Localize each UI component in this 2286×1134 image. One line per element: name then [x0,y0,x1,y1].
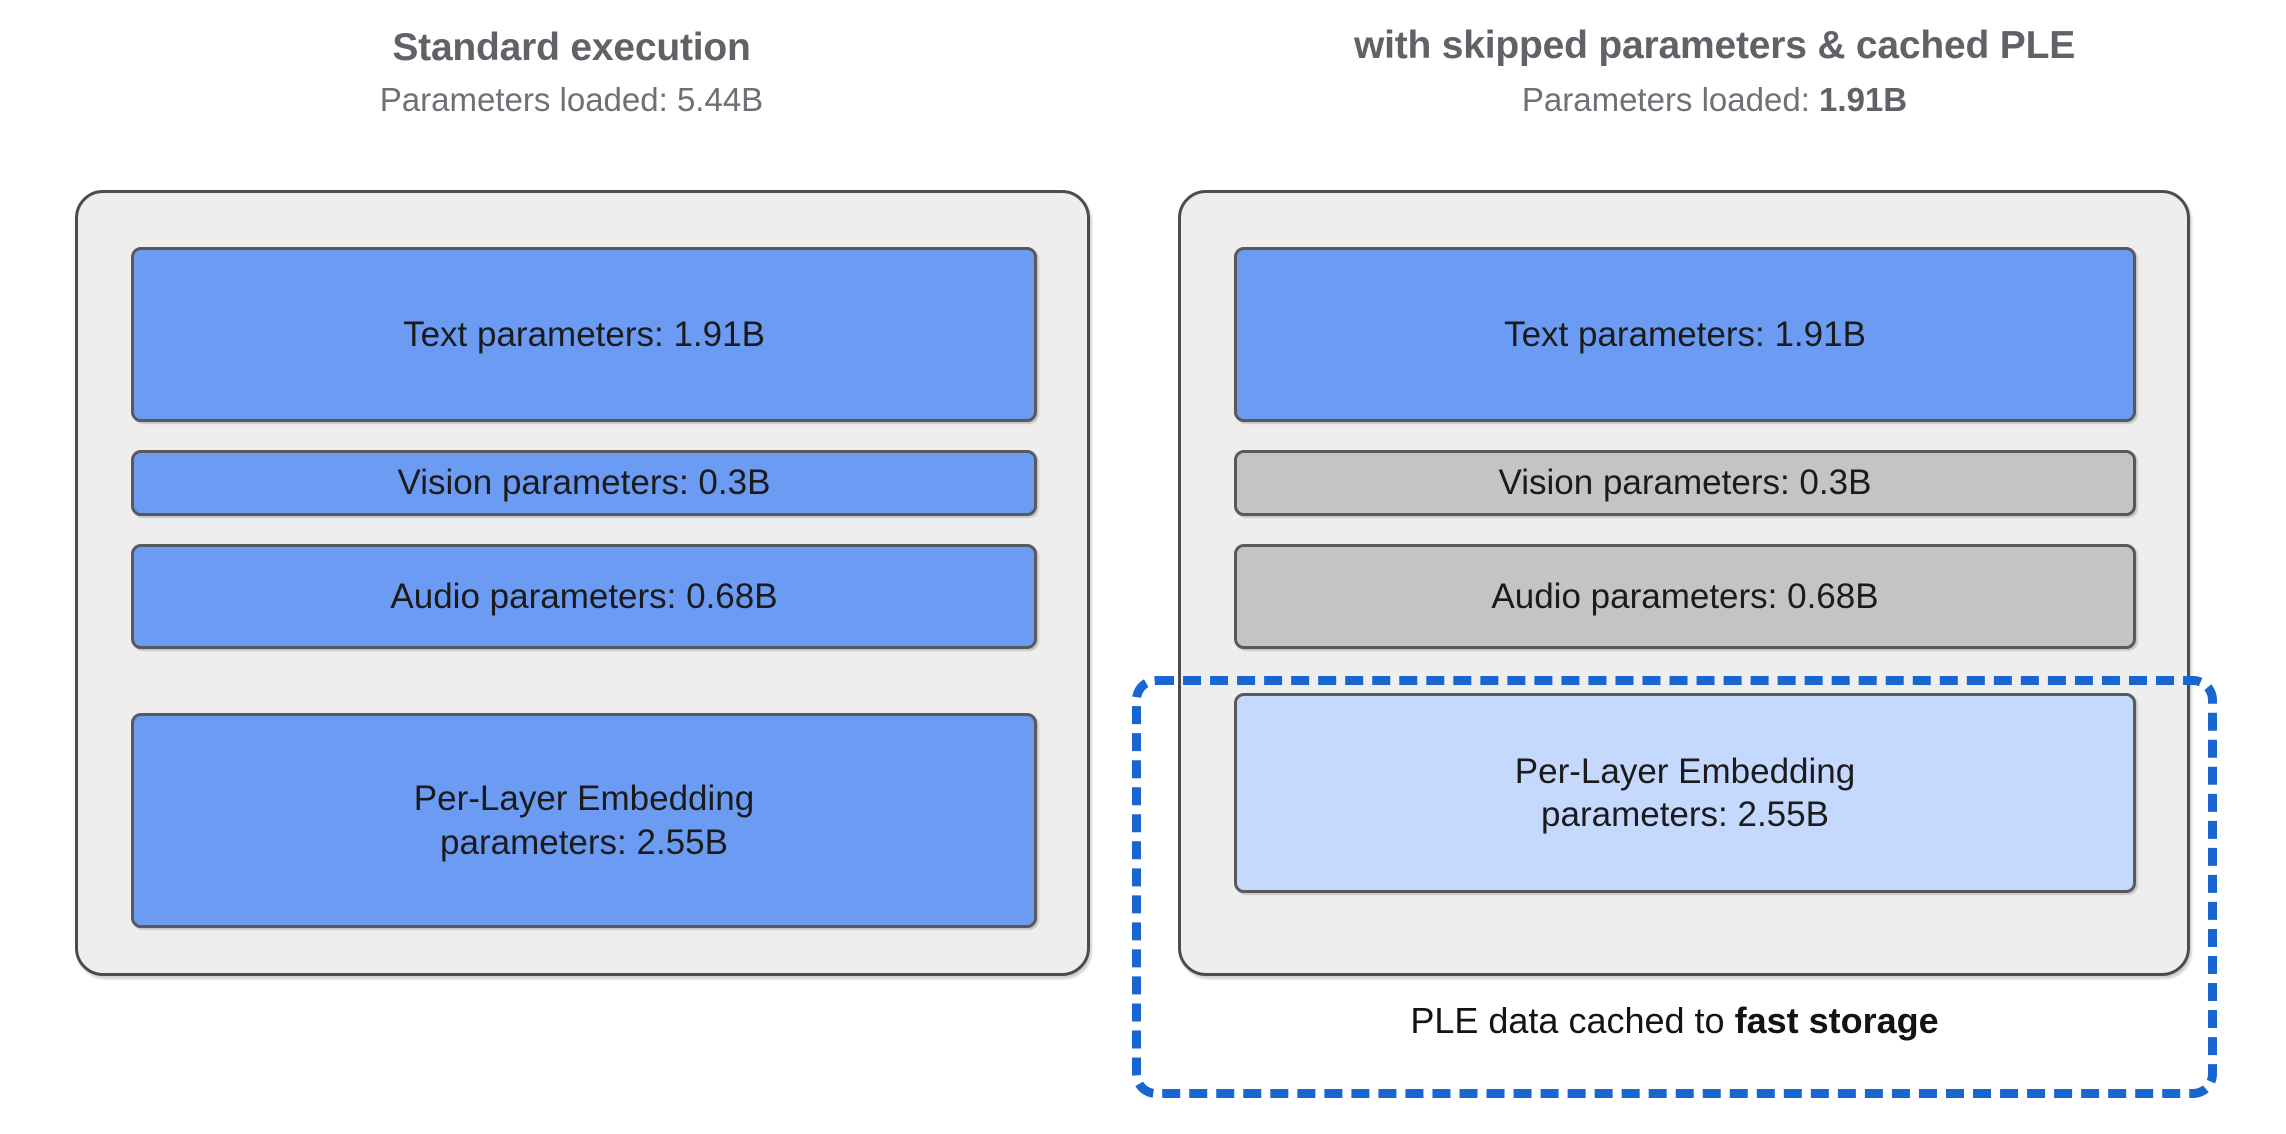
left-column-subtitle: Parameters loaded: 5.44B [0,83,1143,116]
right-column-subtitle: Parameters loaded: 1.91B [1143,83,2286,116]
block-text-parameters-optimized: Text parameters: 1.91B [1234,247,2136,422]
block-audio-parameters-standard: Audio parameters: 0.68B [131,544,1037,649]
block-audio-parameters-skipped: Audio parameters: 0.68B [1234,544,2136,649]
ple-label-line1-standard: Per-Layer Embedding [413,779,755,819]
block-ple-parameters-cached: Per-Layer Embedding parameters: 2.55B [1234,693,2136,893]
standard-execution-panel: Text parameters: 1.91B Vision parameters… [75,190,1090,976]
skipped-cached-panel: Text parameters: 1.91B Vision parameters… [1178,190,2190,976]
cache-caption-emphasis: fast storage [1734,1000,1939,1041]
block-text-parameters-standard: Text parameters: 1.91B [131,247,1037,422]
block-vision-parameters-standard: Vision parameters: 0.3B [131,450,1037,516]
right-column-title: with skipped parameters & cached PLE [1353,24,2076,67]
cache-caption-prefix: PLE data cached to [1410,1000,1735,1041]
left-column-title: Standard execution [392,26,751,69]
ple-label-line2-cached: parameters: 2.55B [1541,795,1829,834]
left-subtitle-value: 5.44B [676,81,764,118]
cache-caption: PLE data cached to fast storage [1132,1003,2217,1039]
block-vision-parameters-skipped: Vision parameters: 0.3B [1234,450,2136,516]
block-ple-label-standard: Per-Layer Embedding parameters: 2.55B [414,777,754,864]
right-subtitle-prefix: Parameters loaded: [1521,81,1820,118]
block-ple-label-cached: Per-Layer Embedding parameters: 2.55B [1515,750,1855,837]
ple-label-line1-cached: Per-Layer Embedding [1514,751,1856,791]
ple-label-line2-standard: parameters: 2.55B [440,822,728,862]
block-ple-parameters-standard: Per-Layer Embedding parameters: 2.55B [131,713,1037,928]
right-subtitle-value: 1.91B [1819,81,1908,118]
left-subtitle-prefix: Parameters loaded: [379,81,677,118]
